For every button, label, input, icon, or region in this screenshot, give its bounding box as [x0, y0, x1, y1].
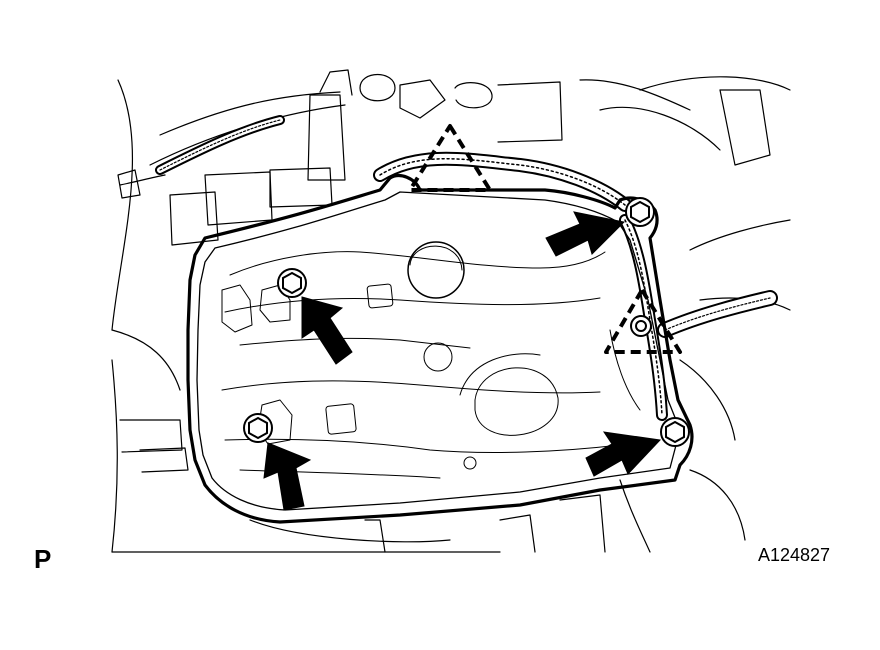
- figure-id: A124827: [758, 545, 831, 565]
- arrow-to-bolt-upper-right: [545, 211, 626, 257]
- arrow-to-bolt-lower-right: [585, 431, 662, 477]
- bolt-upper-right: [625, 197, 655, 227]
- bolt-upper-left: [277, 268, 307, 298]
- nut-right-middle: [630, 315, 652, 337]
- dashed-triangle-top: [408, 124, 492, 192]
- dashed-triangle-right: [604, 288, 682, 354]
- arrow-to-bolt-lower-left: [263, 442, 312, 511]
- bolt-lower-left: [243, 413, 273, 443]
- bolt-lower-right: [660, 417, 690, 447]
- arrow-to-bolt-upper-left: [301, 296, 353, 365]
- cover-plate: [186, 174, 694, 524]
- corner-letter: P: [34, 544, 52, 574]
